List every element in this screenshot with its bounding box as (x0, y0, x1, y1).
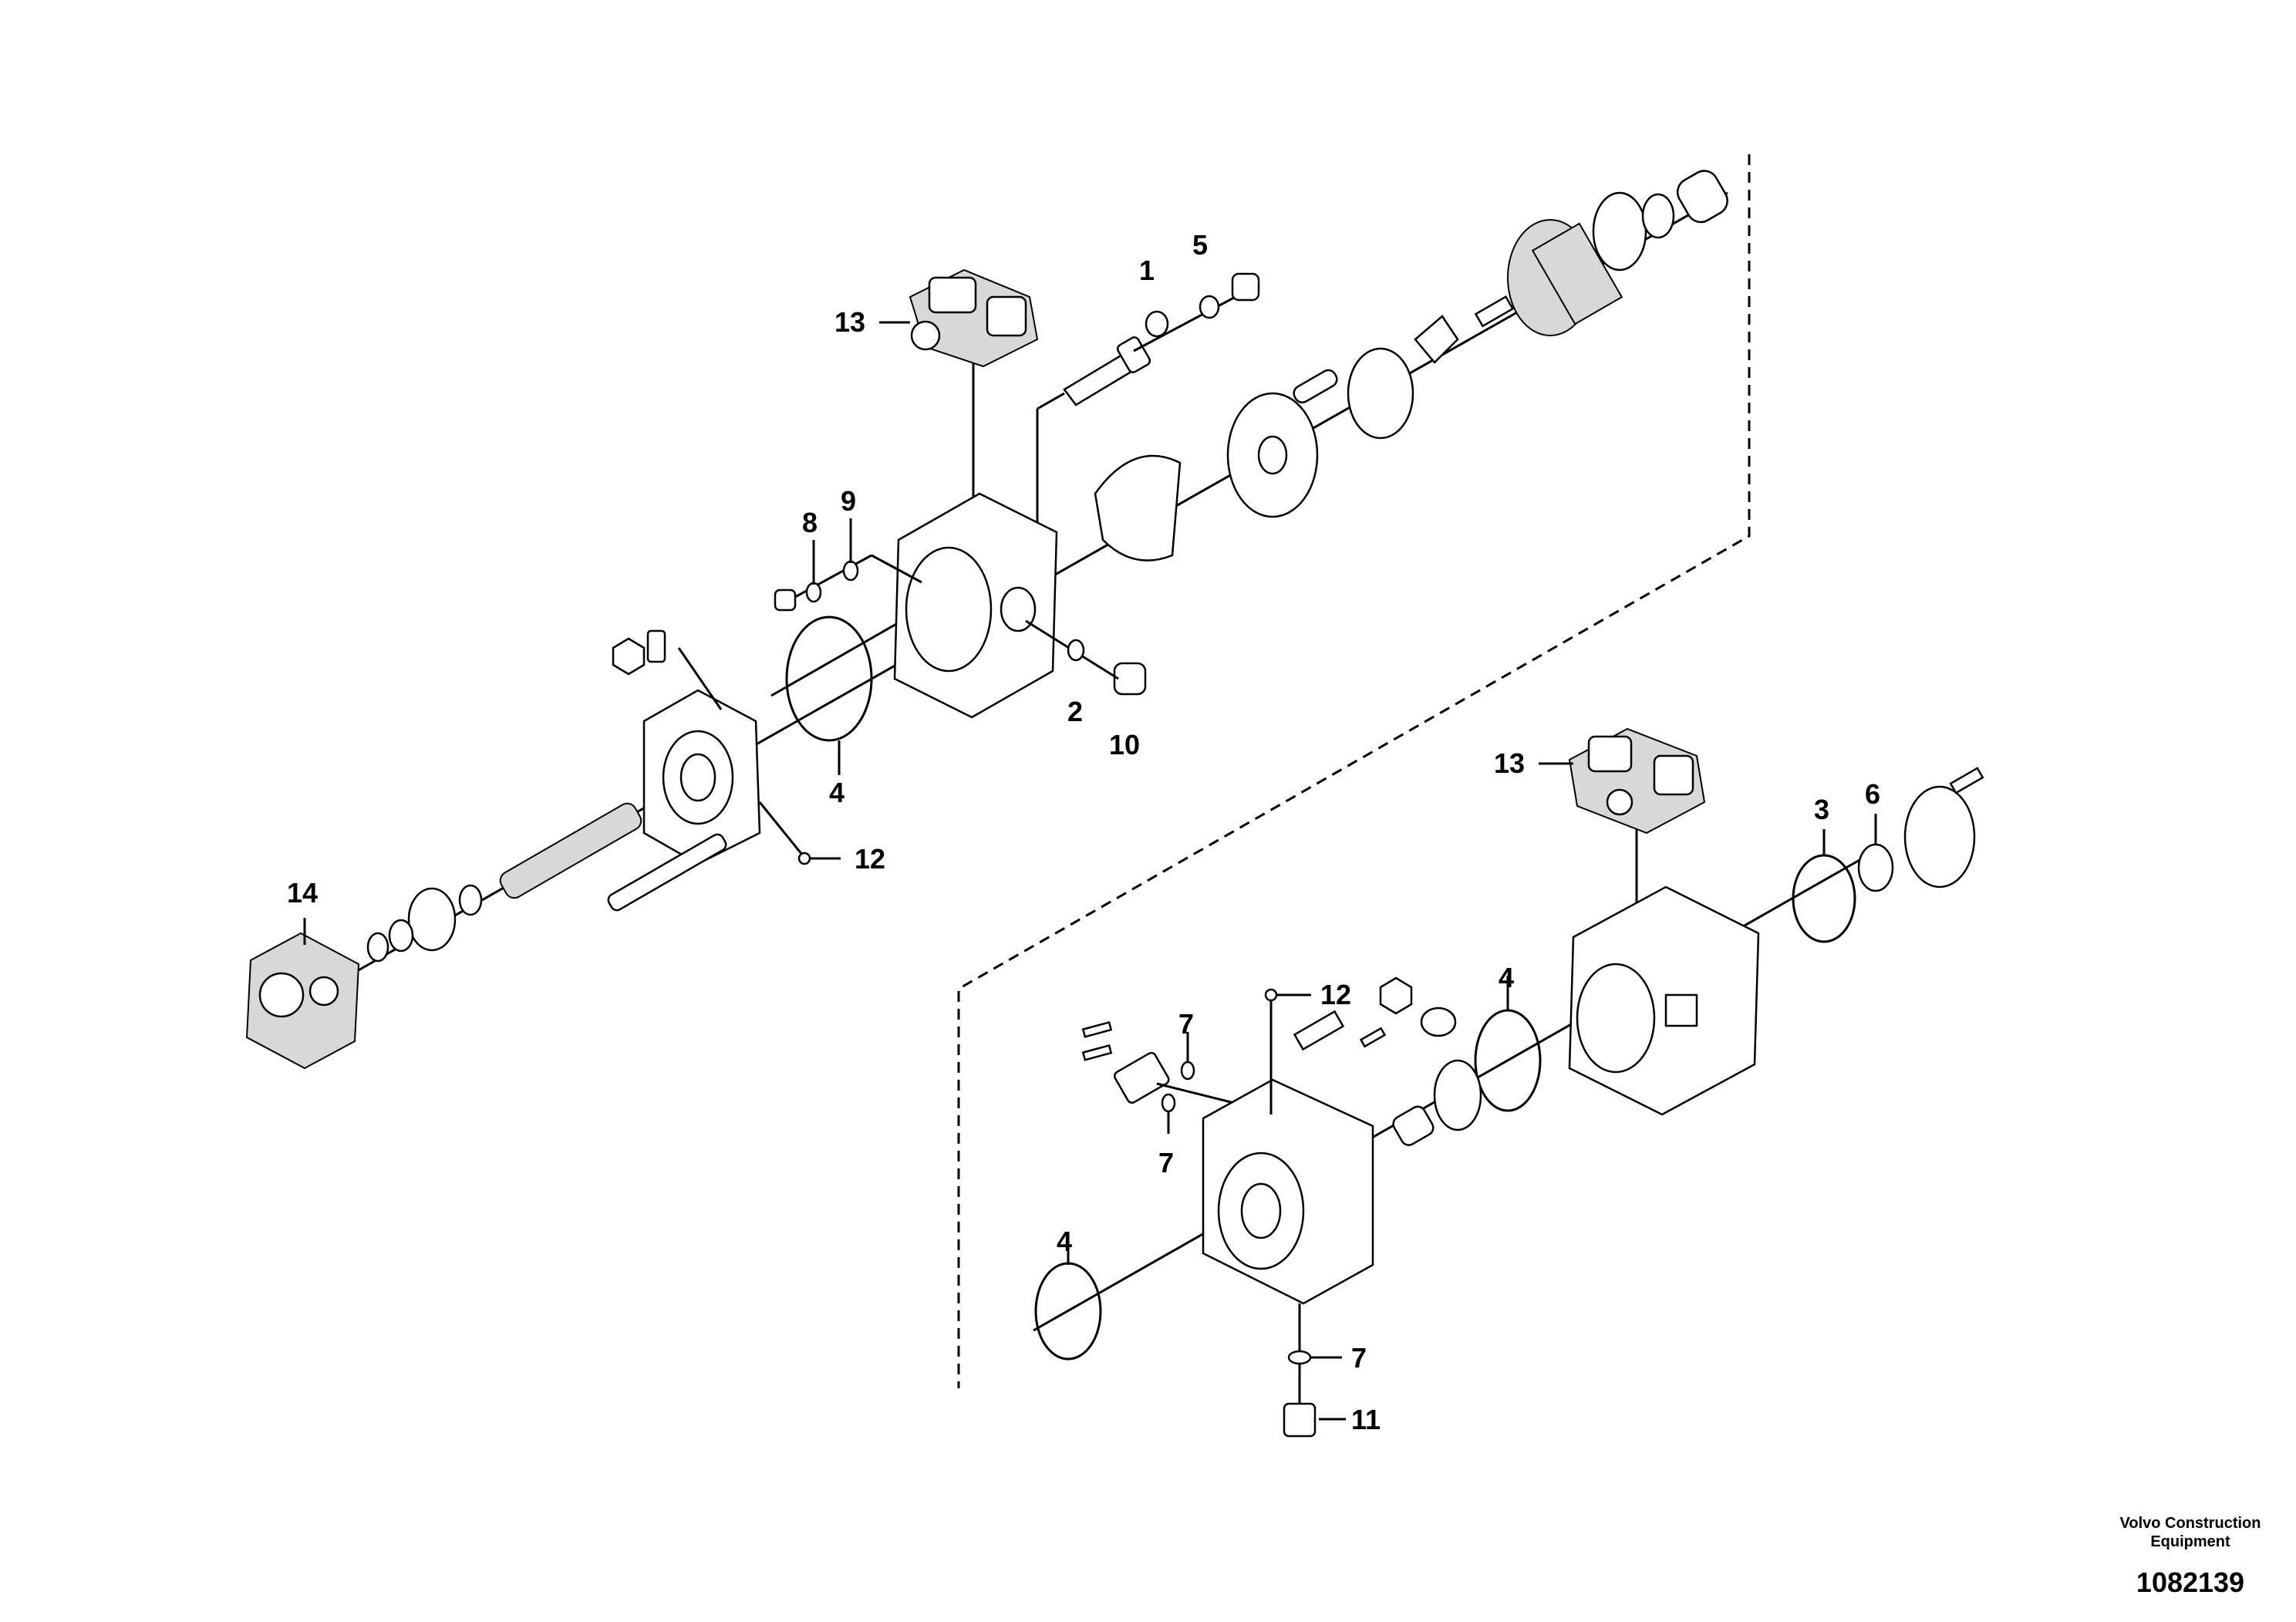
bearing-part-lower (407, 887, 457, 952)
callout-label: 13 (834, 306, 865, 338)
eye-bolt-part (1420, 1007, 1457, 1037)
publisher-label: Volvo Construction Equipment (2109, 1514, 2271, 1551)
front-flange-part (642, 689, 761, 865)
callout-label: 6 (1865, 778, 1880, 810)
leader-12a-flange (758, 801, 804, 855)
publisher-line-2: Equipment (2150, 1533, 2230, 1550)
bushing-part-lower (1392, 1105, 1435, 1146)
control-block-part (1113, 1051, 1170, 1104)
screw-part-lower-a (1081, 1020, 1113, 1038)
nut-part-lower (1379, 976, 1413, 1015)
pump-casing-lower (1568, 885, 1760, 1116)
seal-6-part (1857, 843, 1894, 892)
oring-4-part-upper (785, 615, 873, 742)
end-cover-part (1903, 785, 1976, 889)
bearing-part-upper (1641, 193, 1675, 239)
publisher-line-1: Volvo Construction (2119, 1515, 2261, 1532)
assembly-separator-dashed-line (957, 154, 1751, 1388)
callout-label: 7 (1158, 1147, 1174, 1179)
valve-plate-part-lower (1433, 1059, 1482, 1131)
oring-7c-part (1287, 1350, 1312, 1365)
leader-8-9 (786, 554, 872, 603)
leader-9-casing (871, 554, 922, 584)
small-pin-part (1359, 1027, 1387, 1048)
spherical-bush-part (1414, 315, 1459, 364)
callout-label: 7 (1178, 1008, 1194, 1040)
snap-ring-b (366, 932, 389, 963)
valve-spool-part (1063, 336, 1151, 406)
drawing-number: 1082139 (2136, 1566, 2245, 1598)
callout-label: 11 (1351, 1404, 1381, 1435)
callout-label: 14 (287, 877, 318, 909)
snap-ring-a (388, 919, 414, 953)
callout-label: 4 (829, 777, 845, 808)
callout-label: 12 (1320, 979, 1351, 1010)
screw-part-lower-b (1081, 1044, 1113, 1061)
callout-label: 13 (1494, 747, 1525, 779)
nut-part (612, 637, 646, 676)
oring-9-part (842, 560, 859, 582)
callout-label: 5 (1192, 229, 1208, 261)
needle-bearing-part (1676, 170, 1728, 224)
plug-part-10 (1113, 662, 1147, 696)
callout-label: 4 (1057, 1226, 1072, 1257)
oring-5-part (1199, 295, 1220, 319)
spring-part (1474, 295, 1515, 328)
callout-label: 10 (1109, 729, 1140, 760)
callout-label: 2 (1067, 696, 1083, 727)
oring-3-part (1792, 854, 1856, 943)
regulator-part-lower (1568, 727, 1706, 835)
bolt-part (607, 833, 727, 912)
oring-2-part (1067, 639, 1085, 662)
plug-part-12a (797, 851, 811, 865)
oring-8-part (805, 582, 822, 603)
plug-part-11 (1283, 1402, 1317, 1438)
valve-cover-part (1202, 1078, 1374, 1305)
callout-label: 1 (1139, 255, 1155, 286)
drive-shaft-part (499, 802, 642, 899)
screw-part (646, 629, 666, 663)
thrust-plate-hole (1257, 435, 1288, 475)
callout-label: 8 (802, 507, 818, 538)
cylinder-block-body (1531, 222, 1623, 325)
gear-pump-part (245, 932, 360, 1070)
plug-part (1231, 272, 1260, 302)
oring-1-part (1145, 310, 1169, 338)
callout-label: 12 (855, 843, 885, 875)
plug-part-12b (1264, 988, 1278, 1002)
oring-7b-part (1161, 1093, 1176, 1113)
callout-label: 3 (1814, 794, 1829, 825)
swash-plate-part (1094, 454, 1182, 561)
end-cover-bolt (1949, 767, 1984, 794)
valve-plate-part (1592, 191, 1647, 271)
plug-part-8 (774, 588, 797, 612)
pump-casing-upper (893, 492, 1058, 719)
spring-part-lower (1293, 1010, 1345, 1051)
oring-7a-part (1180, 1061, 1195, 1081)
retainer-plate-part (1347, 347, 1414, 440)
callout-label: 9 (841, 485, 856, 517)
regulator-part-upper (909, 268, 1039, 368)
callout-label: 4 (1499, 962, 1514, 993)
leader-nut-flange (677, 647, 723, 710)
snap-ring-c (458, 884, 483, 916)
leader-spool (1037, 392, 1065, 410)
callout-label: 7 (1351, 1342, 1367, 1374)
pin-part (1293, 369, 1338, 403)
